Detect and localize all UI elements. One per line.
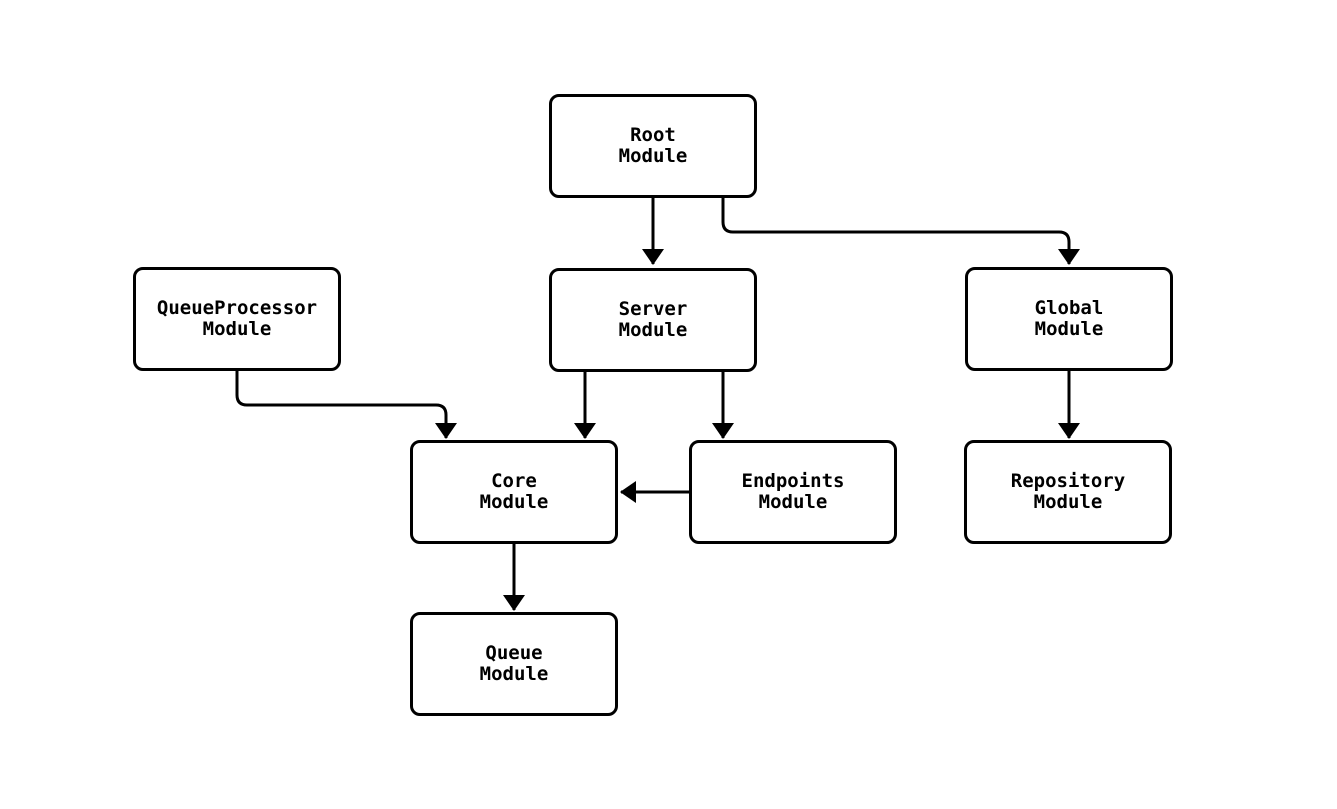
node-endpoints-module-label: Endpoints Module	[741, 470, 845, 513]
node-repository-module: Repository Module	[964, 440, 1172, 544]
node-root-module-label: Root Module	[618, 124, 688, 167]
node-core-module-label: Core Module	[479, 470, 549, 513]
node-root-module: Root Module	[549, 94, 757, 198]
edge-root-to-global	[721, 198, 1080, 265]
node-global-module-label: Global Module	[1034, 297, 1104, 340]
node-global-module: Global Module	[965, 267, 1173, 371]
node-server-module-label: Server Module	[618, 298, 688, 341]
node-repository-module-label: Repository Module	[1010, 470, 1126, 513]
node-queueprocessor-module-label: QueueProcessor Module	[156, 297, 318, 340]
node-queueprocessor-module: QueueProcessor Module	[133, 267, 341, 371]
node-endpoints-module: Endpoints Module	[689, 440, 897, 544]
edge-queueprocessor-to-core	[235, 371, 457, 439]
node-server-module: Server Module	[549, 268, 757, 372]
node-core-module: Core Module	[410, 440, 618, 544]
node-queue-module: Queue Module	[410, 612, 618, 716]
node-queue-module-label: Queue Module	[479, 642, 549, 685]
